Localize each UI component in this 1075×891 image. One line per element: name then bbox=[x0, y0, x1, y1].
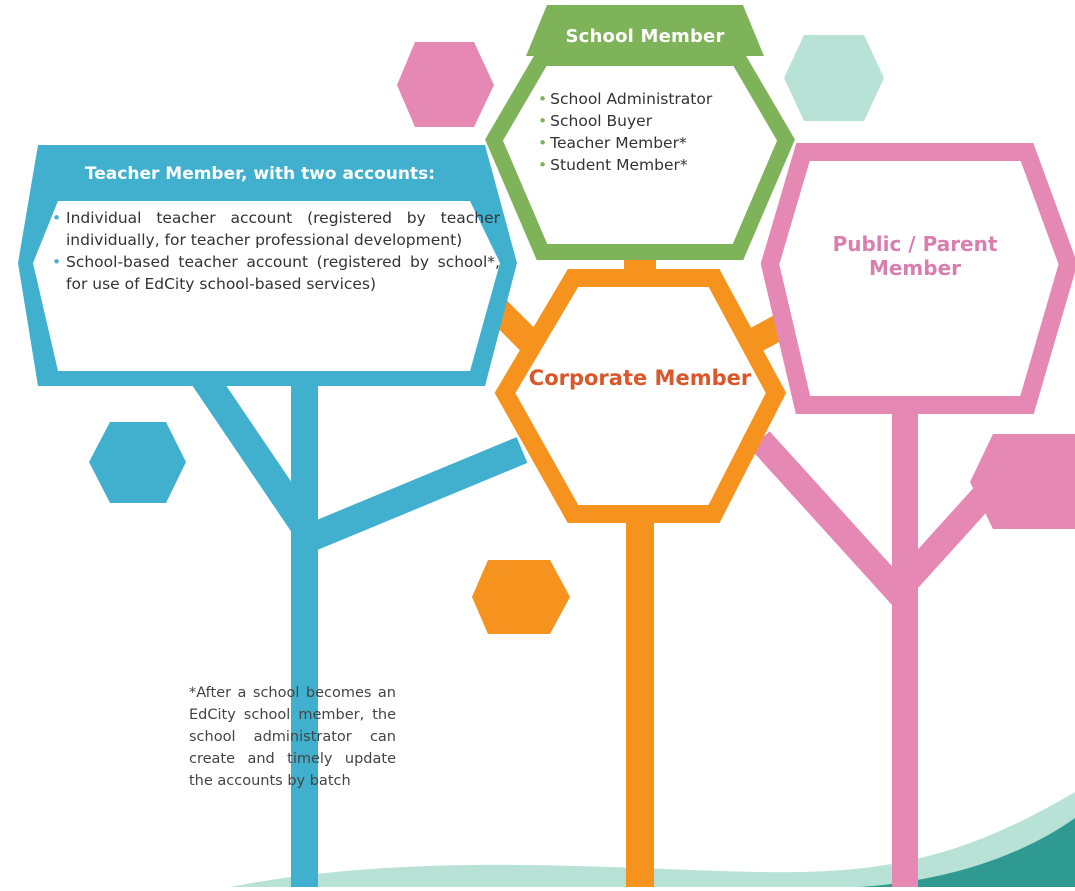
school-member-list: School Administrator School Buyer Teache… bbox=[538, 88, 778, 176]
bottom-wave-teal bbox=[860, 818, 1075, 887]
footnote: *After a school becomes an EdCity school… bbox=[189, 685, 396, 789]
list-item: School Administrator bbox=[538, 88, 778, 110]
list-item: School-based teacher account (registered… bbox=[52, 251, 500, 295]
public-member-hexagon bbox=[760, 143, 1075, 414]
list-item: School Buyer bbox=[538, 110, 778, 132]
list-item: Student Member* bbox=[538, 154, 778, 176]
public-trunk bbox=[892, 350, 918, 887]
teacher-branch-left bbox=[188, 364, 317, 535]
orange-hexagon-small bbox=[472, 560, 570, 634]
teacher-member-title: Teacher Member, with two accounts: bbox=[84, 164, 436, 184]
pink-hexagon-small bbox=[397, 42, 494, 127]
list-item: Individual teacher account (registered b… bbox=[52, 207, 500, 251]
corporate-member-label: Corporate Member bbox=[528, 366, 752, 390]
list-item: Teacher Member* bbox=[538, 132, 778, 154]
corporate-trunk bbox=[626, 500, 654, 887]
teacher-trunk bbox=[291, 360, 318, 887]
public-branch-right bbox=[895, 469, 1010, 592]
blue-hexagon-small bbox=[89, 422, 186, 503]
school-member-title: School Member bbox=[565, 26, 725, 47]
pink-hexagon-right bbox=[970, 434, 1075, 529]
mint-hexagon-small bbox=[784, 35, 884, 121]
corporate-member-hexagon bbox=[494, 269, 787, 523]
teacher-member-list: Individual teacher account (registered b… bbox=[52, 207, 500, 295]
school-member-header bbox=[526, 5, 764, 56]
public-member-label: Public / Parent Member bbox=[832, 232, 998, 280]
teacher-branch-right bbox=[299, 437, 528, 553]
public-branch-left bbox=[750, 431, 915, 609]
